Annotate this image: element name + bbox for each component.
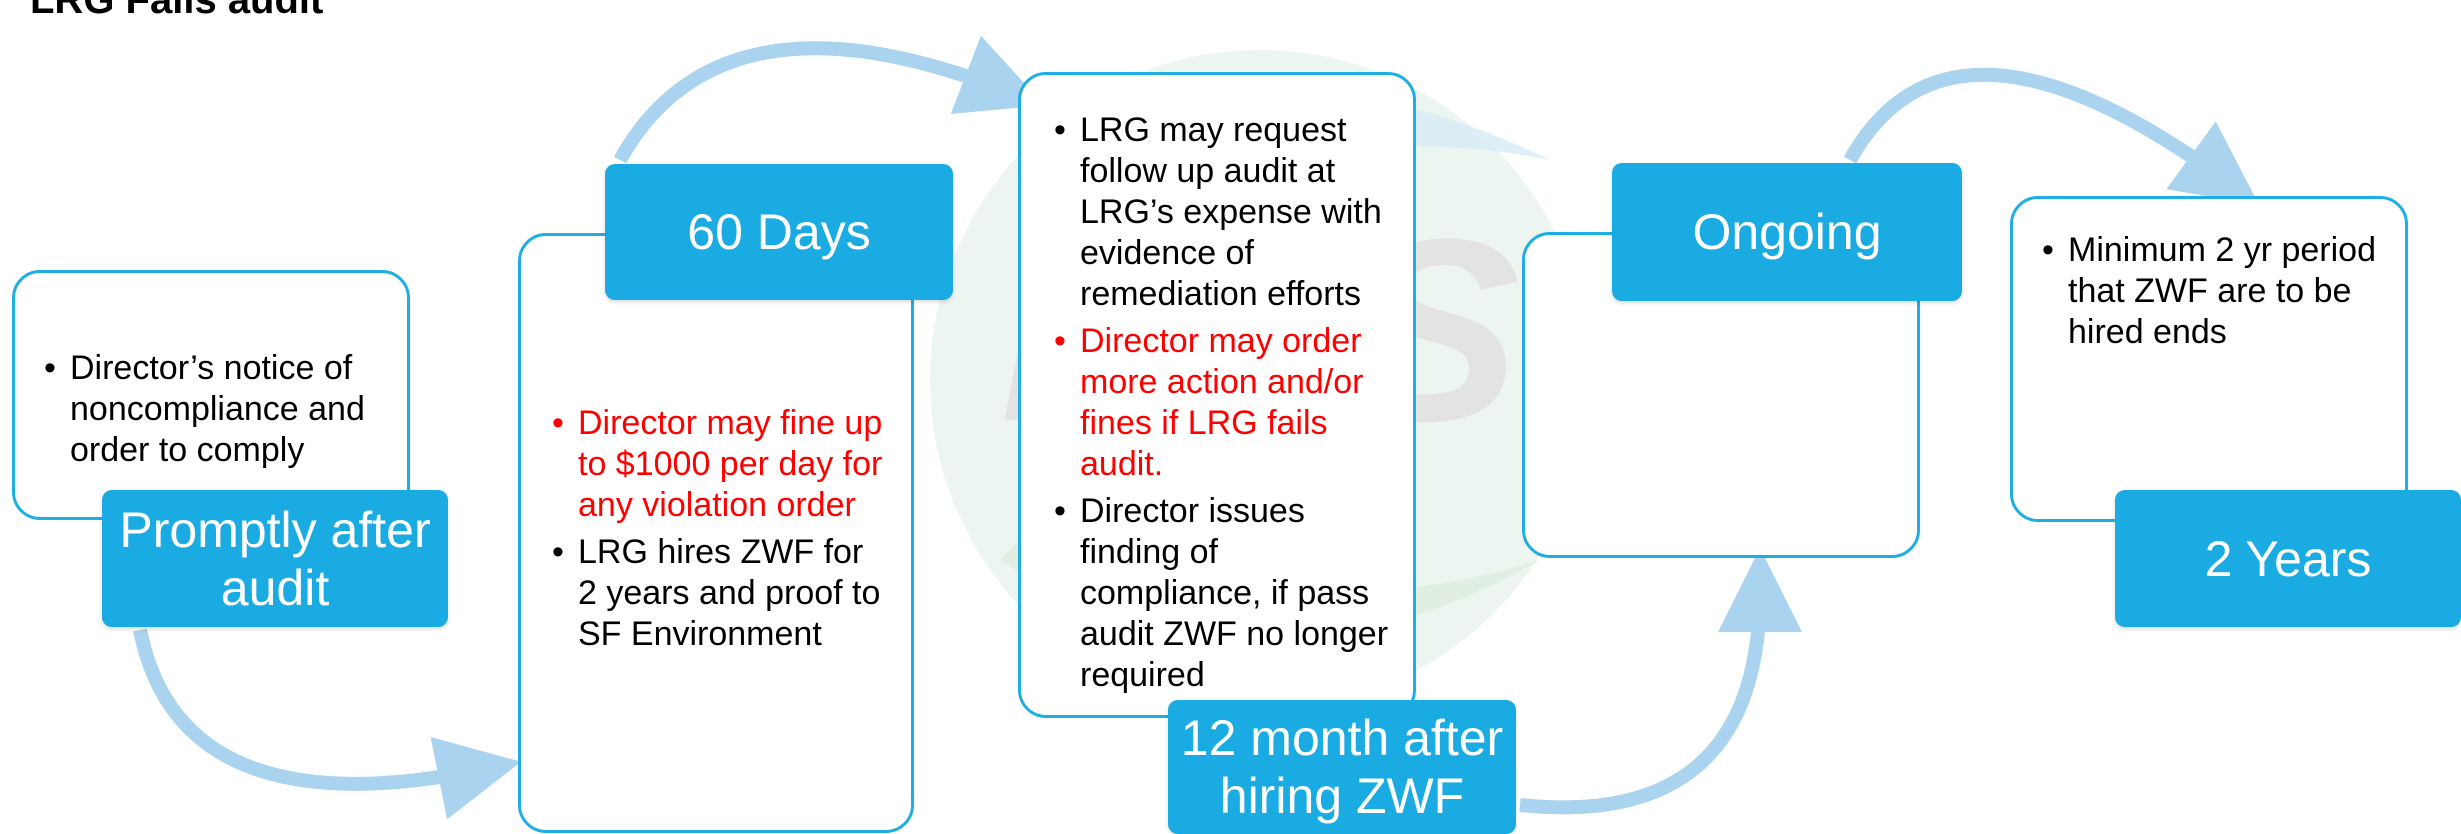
arrow-stage2-to-stage3 <box>613 35 1045 164</box>
stage-5-item-1: Minimum 2 yr period that ZWF are to be h… <box>2040 230 2380 353</box>
stage-2-item-2: LRG hires ZWF for 2 years and proof to S… <box>550 532 890 655</box>
stage-1-list: Director’s notice of noncompliance and o… <box>42 348 402 477</box>
stage-3-item-3: Director issues finding of compliance, i… <box>1052 491 1392 696</box>
diagram-title: LRG Fails audit <box>30 0 324 22</box>
stage-2-list: Director may fine up to $1000 per day fo… <box>550 403 890 661</box>
stage-4-tab: Ongoing <box>1612 163 1962 301</box>
stage-1-tab: Promptly after audit <box>102 490 448 627</box>
arrow-stage1-to-stage2 <box>133 628 522 820</box>
arrow-stage3-to-stage4 <box>1519 548 1802 815</box>
stage-3-list: LRG may request follow up audit at LRG’s… <box>1052 110 1392 702</box>
arrow-stage4-to-stage5 <box>1843 67 2259 205</box>
stage-2-tab: 60 Days <box>605 164 953 300</box>
stage-5-tab: 2 Years <box>2115 490 2461 627</box>
stage-3-tab: 12 month after hiring ZWF <box>1168 700 1516 834</box>
stage-3-item-2: Director may order more action and/or fi… <box>1052 321 1392 485</box>
stage-3-item-1: LRG may request follow up audit at LRG’s… <box>1052 110 1392 315</box>
stage-2-item-1: Director may fine up to $1000 per day fo… <box>550 403 890 526</box>
stage-1-item-1: Director’s notice of noncompliance and o… <box>42 348 402 471</box>
stage-5-list: Minimum 2 yr period that ZWF are to be h… <box>2040 230 2380 359</box>
